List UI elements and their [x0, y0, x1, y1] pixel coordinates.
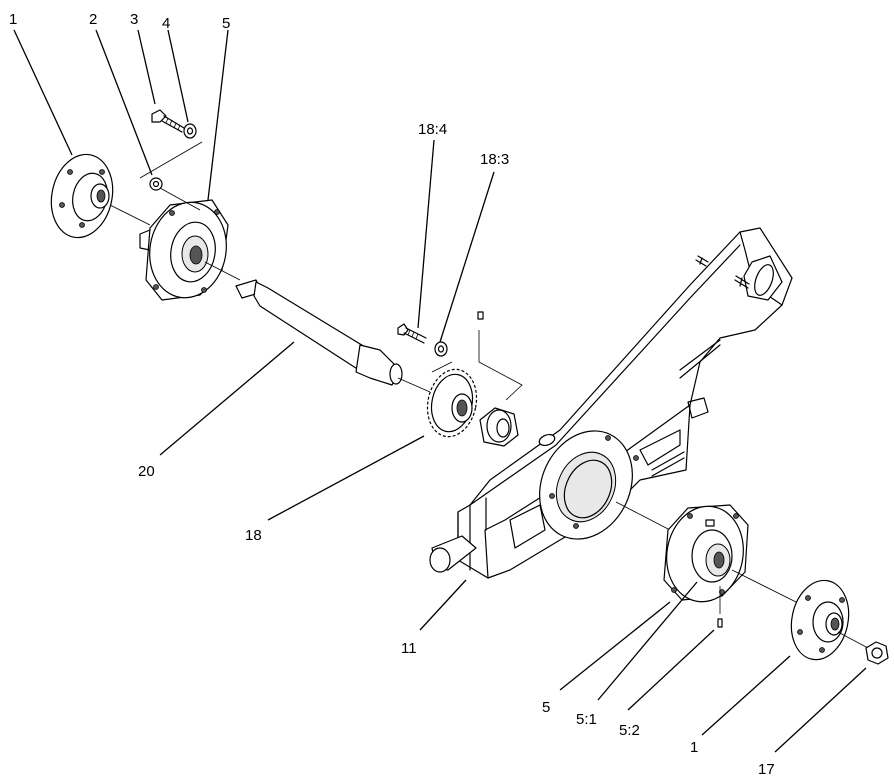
bearing-housing-5-top — [139, 199, 229, 301]
bearing-housing-5-bottom — [615, 501, 801, 605]
shaft-20 — [204, 261, 431, 393]
callout-20: 20 — [138, 463, 155, 480]
leader-3 — [137, 29, 156, 105]
leader-1-top — [13, 29, 73, 156]
flange-1-bottom — [790, 579, 869, 661]
flange-1-top — [50, 153, 151, 239]
callout-1-top: 1 — [9, 11, 17, 28]
grease-fitting-5-2 — [717, 586, 723, 628]
assembly-line-sprocket — [431, 330, 523, 401]
leader-lines — [13, 29, 867, 753]
leader-5-1 — [597, 581, 698, 701]
assembly-line-top — [139, 141, 203, 211]
callout-17: 17 — [758, 761, 775, 778]
callout-18-3: 18:3 — [480, 151, 509, 168]
bolt-3 — [151, 109, 185, 133]
leader-4 — [167, 29, 189, 123]
washer-2 — [149, 177, 163, 191]
leader-18 — [267, 435, 425, 521]
leader-20 — [159, 341, 295, 456]
callout-4: 4 — [162, 15, 170, 32]
sprocket-18 — [426, 368, 478, 438]
leader-17 — [774, 667, 867, 753]
leader-5-top — [207, 29, 229, 201]
leader-2 — [95, 29, 153, 176]
callout-1-bottom: 1 — [690, 739, 698, 756]
callout-18-4: 18:4 — [418, 121, 447, 138]
callout-labels: 1 2 3 4 5 18:4 18:3 20 18 11 5 5:1 5:2 1… — [9, 11, 775, 778]
leader-5-bottom — [559, 601, 671, 691]
washer-4 — [183, 123, 197, 139]
callout-5-1: 5:1 — [576, 711, 597, 728]
callout-5-top: 5 — [222, 15, 230, 32]
leader-18-4 — [417, 139, 435, 329]
leader-11 — [419, 579, 467, 631]
leader-5-2 — [627, 629, 715, 711]
washer-18-3 — [434, 341, 448, 357]
frame-arm-11 — [429, 227, 793, 579]
callout-5-2: 5:2 — [619, 722, 640, 739]
callout-3: 3 — [130, 11, 138, 28]
callout-2: 2 — [89, 11, 97, 28]
leader-18-3 — [439, 171, 495, 343]
nut-17 — [865, 641, 889, 665]
bolt-18-4 — [397, 323, 427, 344]
sprocket-hub — [479, 407, 519, 447]
callout-5-bottom: 5 — [542, 699, 550, 716]
set-screw — [477, 311, 484, 320]
callout-18: 18 — [245, 527, 262, 544]
callout-11: 11 — [401, 640, 417, 657]
leader-1-bottom — [701, 655, 791, 736]
